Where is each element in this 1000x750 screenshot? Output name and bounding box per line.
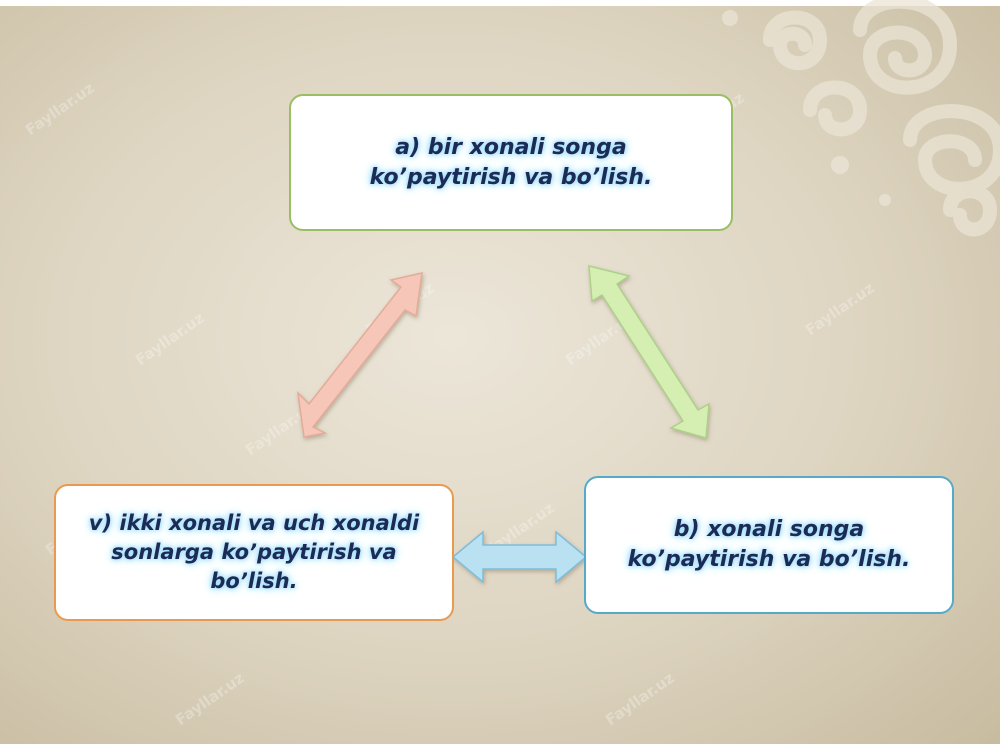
box-b: b) xonali songa ko’paytirish va bo’lish. (584, 476, 954, 614)
box-v-line-1: v) ikki xonali va uch xonaldi (88, 511, 420, 535)
box-v-text: v) ikki xonali va uch xonaldi sonlarga k… (89, 509, 419, 596)
slide-top-edge (0, 0, 1000, 6)
box-b-line-2: ko’paytirish va bo’lish. (627, 547, 911, 572)
slide-bottom-edge (0, 744, 1000, 750)
box-b-line-1: b) xonali songa (673, 517, 865, 542)
arrow-a-b (588, 265, 710, 439)
box-a-line-1: a) bir xonali songa (395, 134, 627, 160)
box-b-text: b) xonali songa ko’paytirish va bo’lish. (628, 515, 911, 575)
arrow-a-v (296, 272, 423, 438)
box-v: v) ikki xonali va uch xonaldi sonlarga k… (54, 484, 454, 621)
box-a: a) bir xonali songa ko’paytirish va bo’l… (289, 94, 733, 231)
arrow-v-b (451, 530, 588, 584)
decorative-swirls (722, 0, 1000, 237)
box-v-line-3: bo’lish. (210, 569, 298, 593)
box-v-line-2: sonlarga ko’paytirish va (111, 540, 397, 564)
box-a-line-2: ko’paytirish va bo’lish. (369, 164, 653, 190)
box-a-text: a) bir xonali songa ko’paytirish va bo’l… (370, 133, 653, 193)
